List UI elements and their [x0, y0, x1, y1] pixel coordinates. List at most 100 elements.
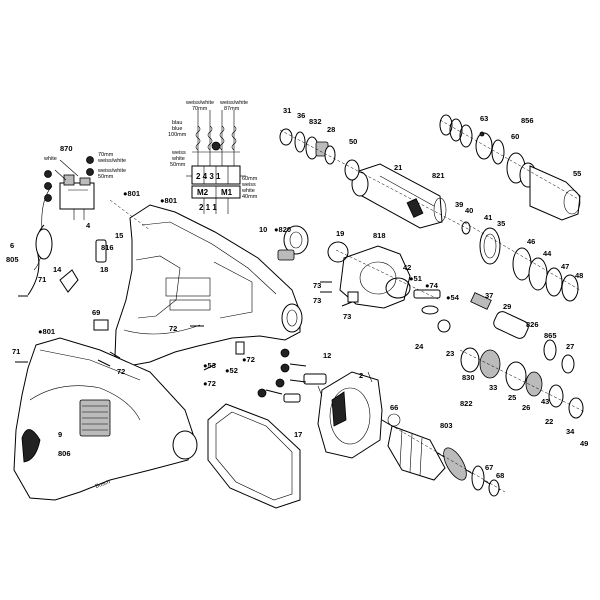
label-60: 60	[511, 132, 519, 141]
label-821: 821	[432, 171, 445, 180]
armature	[381, 413, 501, 497]
label-67: 67	[485, 463, 493, 472]
label-43: 43	[541, 397, 549, 406]
label-29: 29	[503, 302, 511, 311]
wire-label: weiss	[241, 182, 256, 188]
wire-label: blue	[172, 126, 182, 132]
label-19: 19	[336, 229, 344, 238]
motor-housing	[114, 204, 303, 367]
label-803: 803	[440, 421, 453, 430]
label-4: 4	[86, 221, 91, 230]
label-72-a: 72	[169, 324, 177, 333]
label-68: 68	[496, 471, 504, 480]
label-41: 41	[484, 213, 492, 222]
label-50: 50	[349, 137, 357, 146]
callout-a	[44, 170, 52, 178]
label-27: 27	[566, 342, 574, 351]
part-labels: 31 36 832 28 50 21 821 39 40 41 35 46 44…	[6, 106, 588, 480]
label-72-c: ●72	[242, 355, 255, 364]
label-801-c: ●801	[38, 327, 55, 336]
label-10: 10	[259, 225, 267, 234]
small-parts	[59, 225, 441, 403]
stator	[317, 371, 383, 459]
label-6: 6	[10, 241, 14, 250]
wire-label: weiss	[171, 150, 186, 156]
motor-terminal-m1: M1	[221, 188, 233, 197]
wire-label: blau	[172, 120, 182, 126]
label-71-b: 71	[12, 347, 20, 356]
callout-d-2	[280, 363, 290, 373]
wire-length: 70mm	[192, 106, 208, 112]
label-73-a: 73	[313, 281, 321, 290]
label-52: ●52	[225, 366, 238, 375]
label-23: 23	[446, 349, 454, 358]
label-9: 9	[58, 430, 62, 439]
callout-e	[86, 156, 94, 164]
wire-label: weiss/white	[219, 100, 248, 106]
clutch-rings	[461, 221, 579, 302]
label-33: 33	[489, 383, 497, 392]
motor-terminal-m2: M2	[197, 188, 209, 197]
label-822: 822	[460, 399, 473, 408]
label-51: ●51	[409, 274, 422, 283]
label-34: 34	[566, 427, 575, 436]
wire-label: weiss/white	[97, 158, 126, 164]
label-37: 37	[485, 291, 493, 300]
label-865: 865	[544, 331, 557, 340]
label-21: 21	[394, 163, 402, 172]
label-801-a: ●801	[123, 189, 140, 198]
wire-length: 100mm	[168, 132, 187, 138]
label-816: 816	[101, 243, 114, 252]
label-71-a: 71	[38, 275, 46, 284]
motor-symbol	[211, 141, 221, 151]
label-55: 55	[573, 169, 581, 178]
switch-assembly: white 70mm weiss/white weiss/white 50mm	[27, 152, 126, 296]
wire-length: 40mm	[242, 194, 258, 200]
terminal-numbers: 2 4 3 1	[196, 172, 221, 181]
label-74: ●74	[425, 281, 439, 290]
brand-mark: Bosch	[95, 479, 111, 490]
callouts	[257, 348, 290, 398]
label-818: 818	[373, 231, 386, 240]
label-72-d: ●72	[203, 379, 216, 388]
label-870: 870	[60, 144, 73, 153]
screws	[15, 281, 353, 395]
label-17: 17	[294, 430, 302, 439]
switch-body	[59, 182, 95, 210]
label-31: 31	[283, 106, 291, 115]
callout-c	[44, 194, 52, 202]
wire-label: weiss/white	[185, 100, 214, 106]
wiring-schematic: weiss/white 70mm weiss/white 87mm blau b…	[168, 100, 258, 214]
label-806: 806	[58, 449, 71, 458]
label-54: ●54	[446, 293, 460, 302]
label-826: 826	[526, 320, 539, 329]
callout-b-2	[257, 388, 267, 398]
label-820: ●820	[274, 225, 291, 234]
label-35: 35	[497, 219, 505, 228]
wire-label: white	[241, 188, 255, 194]
gear-train	[437, 292, 584, 419]
label-14: 14	[53, 265, 62, 274]
wire-label: white	[171, 156, 185, 162]
label-832: 832	[309, 117, 322, 126]
label-42: 42	[403, 263, 411, 272]
label-47: 47	[561, 262, 569, 271]
label-22: 22	[545, 417, 553, 426]
label-73-b: 73	[313, 296, 321, 305]
label-73-c: 73	[343, 312, 351, 321]
terminal-numbers-bottom: 2 1 1	[199, 203, 217, 212]
callout-e-2	[280, 348, 290, 358]
label-69: 69	[92, 308, 100, 317]
wire-length: 50mm	[170, 162, 186, 168]
label-44: 44	[543, 249, 552, 258]
gasket	[207, 403, 301, 509]
label-12: 12	[323, 351, 331, 360]
label-26: 26	[522, 403, 530, 412]
label-24: 24	[415, 342, 424, 351]
wire-length: 60mm	[242, 176, 258, 182]
cord-guard	[35, 228, 53, 260]
label-830: 830	[462, 373, 475, 382]
leader-lines	[109, 119, 586, 493]
label-46: 46	[527, 237, 535, 246]
